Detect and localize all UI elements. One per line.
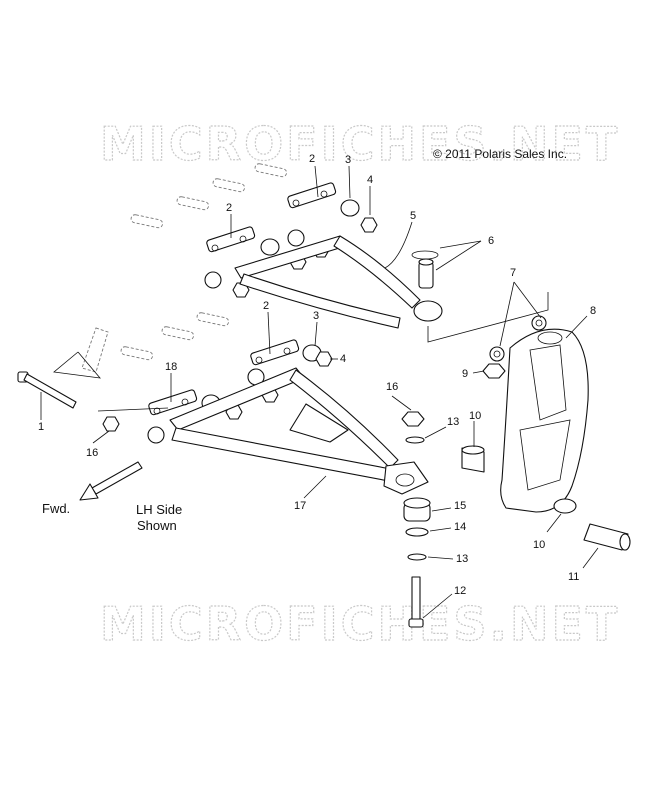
- callout-18: 18: [165, 361, 177, 373]
- pin-11: [583, 523, 629, 551]
- callout-11: 11: [568, 571, 579, 583]
- upper-a-arm-assembly: [130, 163, 443, 329]
- lower-joint-stack: [401, 411, 431, 628]
- callout-4-upper: 4: [367, 174, 373, 186]
- bushing-lower-front-2: [147, 426, 165, 444]
- callout-16-right: 16: [386, 381, 398, 393]
- washer-13-lower: [407, 553, 427, 561]
- bolt-12: [408, 576, 424, 628]
- callout-12: 12: [454, 585, 466, 597]
- callout-8: 8: [590, 305, 596, 317]
- upper-ball-joint-housing: [413, 300, 443, 322]
- copyright-text: © 2011 Polaris Sales Inc.: [433, 147, 567, 161]
- side-note-line2: Shown: [137, 518, 177, 533]
- forward-arrow: [79, 461, 143, 501]
- callout-10-lower: 10: [533, 539, 545, 551]
- nut-upper-rear: [360, 217, 378, 233]
- callout-1: 1: [38, 421, 44, 433]
- bushing-upper-rear-2: [287, 229, 305, 247]
- callout-17: 17: [294, 500, 306, 512]
- callout-4-lower: 4: [340, 353, 346, 365]
- bushing-upper-rear: [340, 199, 360, 217]
- pivot-bolt: [17, 371, 77, 409]
- callout-14: 14: [454, 521, 466, 533]
- lower-bolt-ghosts: [120, 312, 230, 361]
- callout-5: 5: [410, 210, 416, 222]
- washer-7b: [489, 346, 505, 362]
- callout-13-upper: 13: [447, 416, 459, 428]
- upper-arm-front-tube: [239, 273, 401, 329]
- upper-bolt-ghosts: [130, 163, 288, 229]
- pivot-bracket-ghost: [81, 327, 109, 373]
- side-note-line1: LH Side: [136, 502, 182, 517]
- cam-plate-lower-rear: [250, 339, 300, 366]
- washer-7: [531, 315, 547, 331]
- callout-2-upper-rear: 2: [309, 153, 315, 165]
- leader-lines: [40, 165, 599, 619]
- callout-10-upper: 10: [469, 410, 481, 422]
- callout-9: 9: [462, 368, 468, 380]
- cam-plate-upper-front: [206, 226, 256, 253]
- washer-13-upper: [405, 436, 425, 444]
- callout-labels: 2 3 4 2 5 6 7 8 9 2 3 4 18 1 16 16 13 10…: [38, 153, 596, 597]
- callout-6: 6: [488, 235, 494, 247]
- callout-16-left: 16: [86, 447, 98, 459]
- nut-9: [482, 363, 506, 379]
- watermark-top: MICROFICHES.NET: [100, 117, 620, 171]
- callout-7: 7: [510, 267, 516, 279]
- callout-13-lower: 13: [456, 553, 468, 565]
- upper-arm-rear-tube: [333, 235, 421, 309]
- forward-note: Fwd.: [42, 501, 70, 516]
- callout-2-lower: 2: [263, 300, 269, 312]
- nut-lower-rear: [315, 351, 333, 367]
- bushing-10-lower: [553, 498, 577, 514]
- callout-3-lower: 3: [313, 310, 319, 322]
- ball-joint: [411, 250, 439, 289]
- lower-arm-gusset: [289, 403, 349, 443]
- callout-15: 15: [454, 500, 466, 512]
- lower-a-arm-assembly: [17, 312, 429, 495]
- washer-14: [405, 527, 429, 537]
- nut-pivot-bolt: [102, 416, 120, 432]
- watermark-bottom: MICROFICHES.NET: [100, 597, 620, 651]
- callout-3-upper: 3: [345, 154, 351, 166]
- spindle-assembly: [461, 315, 631, 551]
- lower-ball-joint-housing: [383, 461, 429, 495]
- nut-16-lower: [401, 411, 425, 427]
- bushing-upper-front-1: [260, 238, 280, 256]
- cam-plate-upper-rear: [287, 182, 337, 209]
- bushing-upper-front-2: [204, 271, 222, 289]
- callout-2-upper-front: 2: [226, 202, 232, 214]
